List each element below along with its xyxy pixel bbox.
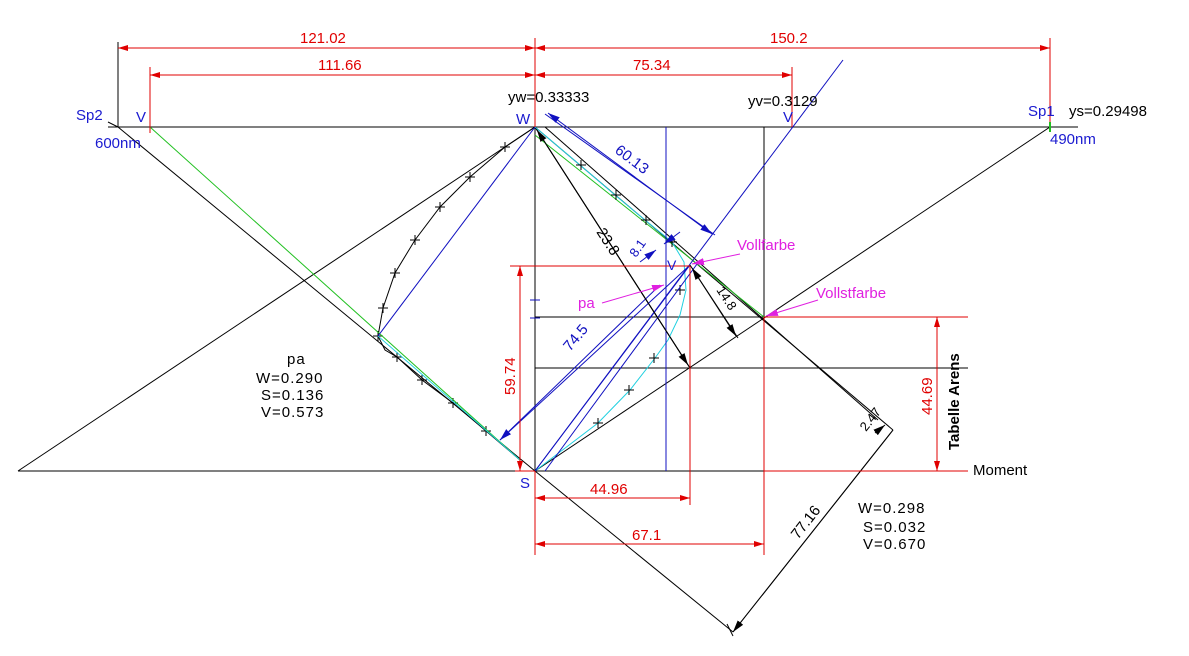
moment-label: Moment <box>973 462 1028 479</box>
v-top-label: V <box>783 109 793 126</box>
vollfarbe-arrow <box>691 253 741 265</box>
dim-23-line <box>536 129 689 366</box>
vollstfarbe-arrow <box>765 299 819 317</box>
vollfarbe-label: Vollfarbe <box>737 237 795 254</box>
sp2-label: Sp2 <box>76 107 103 124</box>
info-right-v: V=0.670 <box>863 536 926 553</box>
dim-60-value: 60.13 <box>612 142 652 178</box>
dim-59-value: 59.74 <box>502 357 519 395</box>
dim-121-value: 121.02 <box>300 30 346 47</box>
yv-value: yv=0.3129 <box>748 93 818 110</box>
v-inner-label: V <box>667 257 677 273</box>
dim-150-value: 150.2 <box>770 30 808 47</box>
dim-23-value: 23.8 <box>593 225 623 259</box>
sp2-wavelength: 600nm <box>95 135 141 152</box>
green-lines <box>149 126 765 461</box>
dim-67-value: 67.1 <box>632 527 661 544</box>
dim-8-value: 8.1 <box>626 236 649 259</box>
vollstfarbe-label: Vollstfarbe <box>816 285 886 302</box>
info-left-s: S=0.136 <box>261 387 324 404</box>
dim-77-value: 77.16 <box>788 502 825 542</box>
info-left-w: W=0.290 <box>256 370 323 387</box>
dim-77-line <box>732 429 894 633</box>
v-left-label: V <box>136 109 146 126</box>
dim-44-69-value: 44.69 <box>919 377 936 415</box>
w-label: W <box>516 111 531 128</box>
tabelle-label: Tabelle Arens <box>946 353 963 450</box>
dim-14-line <box>691 267 737 337</box>
dim-74-value: 74.5 <box>560 321 592 354</box>
yw-value: yw=0.33333 <box>508 89 589 106</box>
ys-value: ys=0.29498 <box>1069 103 1147 120</box>
info-right-w: W=0.298 <box>858 500 925 517</box>
dim-75-value: 75.34 <box>633 57 671 74</box>
info-left-v: V=0.573 <box>261 404 324 421</box>
dim-60-line <box>547 112 713 235</box>
sp1-wavelength: 490nm <box>1050 131 1096 148</box>
pa-arrow <box>601 284 665 304</box>
sp1-label: Sp1 <box>1028 103 1055 120</box>
s-label: S <box>520 475 530 492</box>
dim-14-value: 14.8 <box>713 283 739 312</box>
dim-2-line <box>873 424 886 436</box>
dim-44-96-value: 44.96 <box>590 481 628 498</box>
info-right-s: S=0.032 <box>863 519 926 536</box>
pa-label: pa <box>578 295 595 312</box>
cyan-curve <box>377 126 687 472</box>
info-left-title: pa <box>287 351 306 368</box>
dim-111-value: 111.66 <box>318 57 362 74</box>
